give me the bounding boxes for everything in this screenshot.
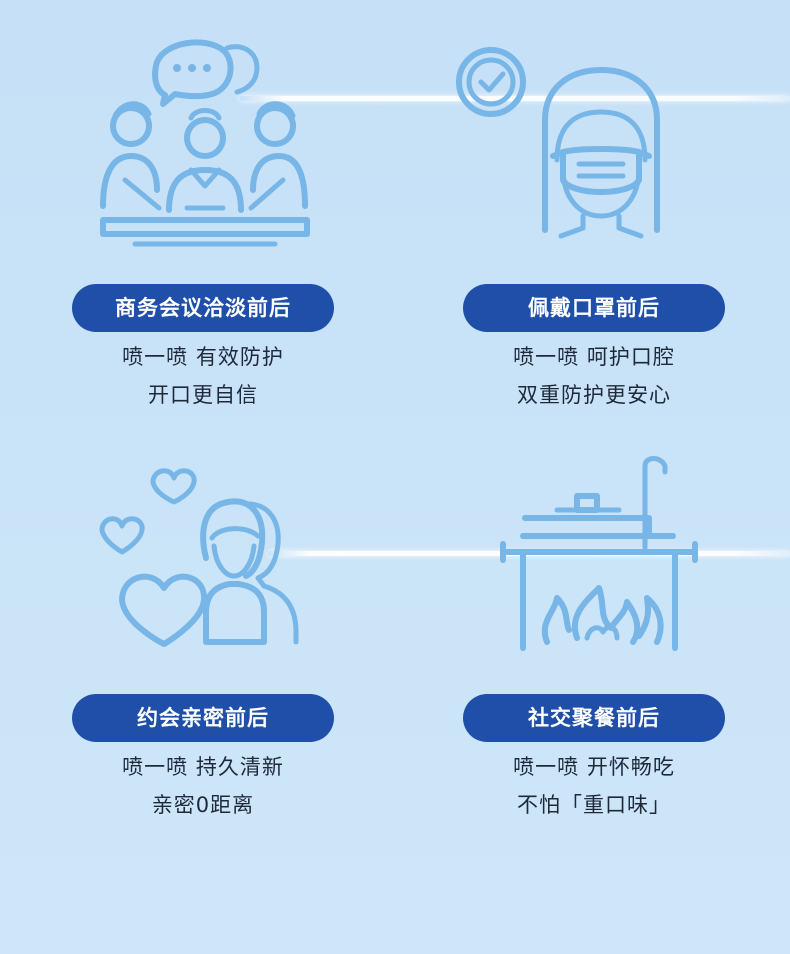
scenario-card-dating: 约会亲密前后 喷一喷 持久清新 亲密0距离 — [0, 410, 395, 820]
description-line-2: 双重防护更安心 — [517, 383, 671, 407]
dating-hearts-icon — [0, 410, 395, 665]
cooking-pot-icon — [395, 410, 790, 665]
card-description: 喷一喷 有效防护 开口更自信 — [72, 338, 334, 414]
description-line-1: 喷一喷 有效防护 — [122, 345, 284, 369]
description-line-1: 喷一喷 持久清新 — [122, 755, 284, 779]
description-line-2: 开口更自信 — [148, 383, 258, 407]
scenario-card-mask: 佩戴口罩前后 喷一喷 呵护口腔 双重防护更安心 — [395, 0, 790, 410]
card-description: 喷一喷 持久清新 亲密0距离 — [72, 748, 334, 824]
description-line-1: 喷一喷 开怀畅吃 — [513, 755, 675, 779]
description-line-2: 不怕「重口味」 — [517, 793, 671, 817]
mask-clock-icon — [395, 0, 790, 255]
card-title: 佩戴口罩前后 — [463, 284, 725, 332]
card-title: 约会亲密前后 — [72, 694, 334, 742]
scenario-card-dining: 社交聚餐前后 喷一喷 开怀畅吃 不怕「重口味」 — [395, 410, 790, 820]
card-title: 商务会议洽淡前后 — [72, 284, 334, 332]
description-line-1: 喷一喷 呵护口腔 — [513, 345, 675, 369]
business-meeting-icon — [0, 0, 395, 255]
card-title: 社交聚餐前后 — [463, 694, 725, 742]
card-description: 喷一喷 呵护口腔 双重防护更安心 — [463, 338, 725, 414]
scenario-card-business: 商务会议洽淡前后 喷一喷 有效防护 开口更自信 — [0, 0, 395, 410]
description-line-2: 亲密0距离 — [151, 793, 255, 817]
card-description: 喷一喷 开怀畅吃 不怕「重口味」 — [463, 748, 725, 824]
